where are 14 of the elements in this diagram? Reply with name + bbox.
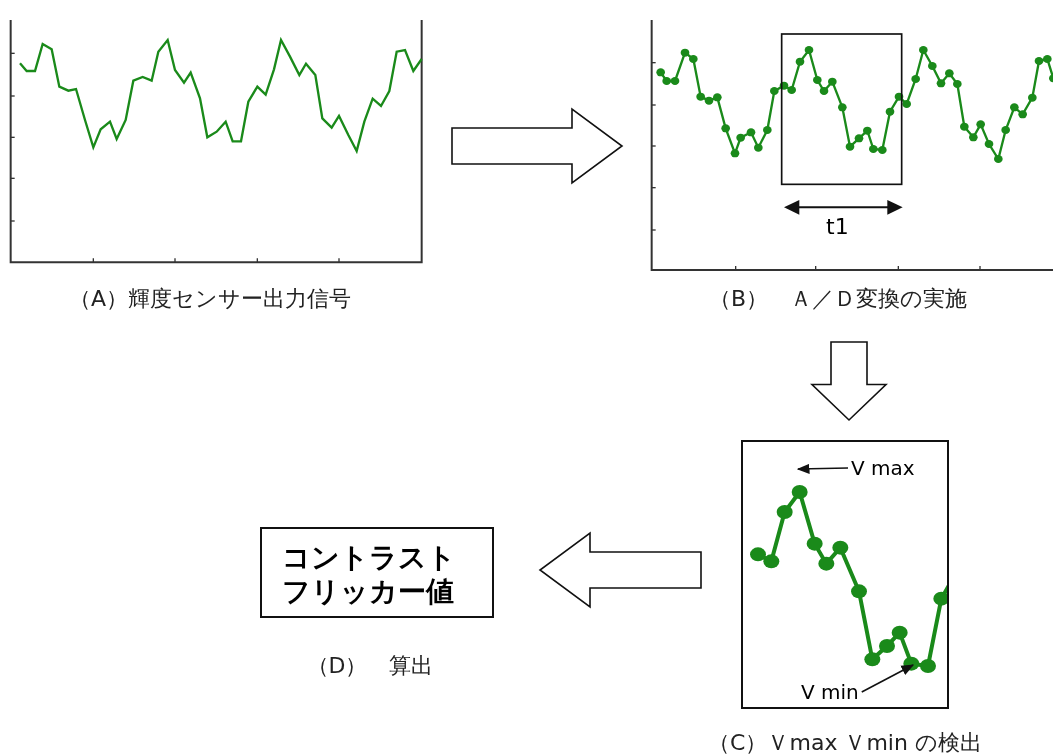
block-arrow xyxy=(451,107,624,185)
chart-label: （D） 算出 xyxy=(306,652,434,680)
block-arrow xyxy=(538,531,702,609)
chart-label: （A）輝度センサー出力信号 xyxy=(68,285,352,313)
leader-line xyxy=(796,463,849,474)
block-arrow xyxy=(810,341,888,422)
chart-panel xyxy=(741,440,949,709)
chart-label: （C）Ｖmax Ｖmin の検出 xyxy=(708,729,982,755)
callout-label: V min xyxy=(801,681,859,703)
chart-label: （B） Ａ／Ｄ変換の実施 xyxy=(708,285,968,313)
callout-label: V max xyxy=(851,457,915,479)
leader-line xyxy=(860,664,915,693)
dimension-label: t1 xyxy=(826,215,849,239)
result-box: コントラストフリッカー値 xyxy=(260,527,494,618)
